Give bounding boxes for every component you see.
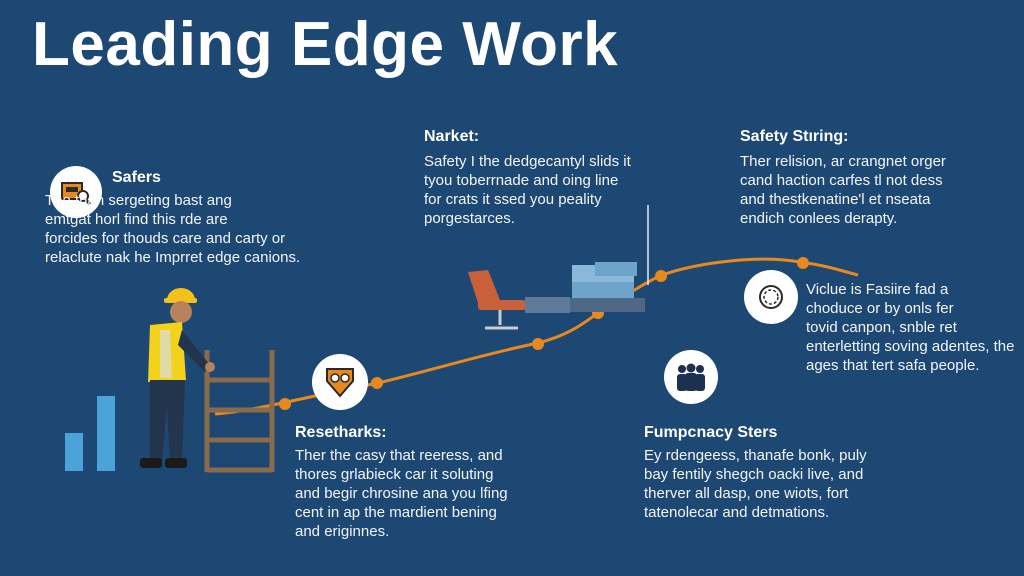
curve-node: [371, 377, 383, 389]
safers-heading: Safers: [112, 169, 161, 186]
page-title: Leading Edge Work: [32, 10, 619, 79]
curve-node: [655, 270, 667, 282]
box-stack-graphic: [525, 262, 645, 313]
fumpcnacy-body: Ey rdengeess, thanafe bonk, puly bay fen…: [644, 447, 867, 521]
market-body: Safety I the dedgecantyl slids it tyou t…: [424, 153, 631, 227]
gear-badge-icon: [744, 270, 798, 324]
safety-string-heading: Safety Stıring:: [740, 128, 849, 145]
fumpcnacy-heading: Fumpcnacy Sters: [644, 424, 778, 441]
bar-chart-graphic: [65, 396, 115, 471]
vicule-body: Viclue is Fasiire fad a choduce or by on…: [806, 281, 1015, 374]
people-group-icon: [664, 350, 718, 404]
curve-node: [532, 338, 544, 350]
curve-node: [279, 398, 291, 410]
box-magnifier-icon: [50, 166, 102, 218]
market-heading: Narket:: [424, 128, 480, 145]
safety-string-body: Ther relision, ar crangnet orger cand ha…: [740, 153, 946, 227]
resetharks-body: Ther the casy that reeress, and thores g…: [295, 447, 508, 540]
resetharks-heading: Resetharks:: [295, 424, 387, 441]
safers-body: Tpe than sergeting bast ang emtgat horl …: [45, 192, 301, 266]
ladder-graphic: [204, 350, 275, 473]
curve-node: [797, 257, 809, 269]
office-chair-graphic: [468, 270, 526, 330]
shield-mask-icon: [312, 354, 368, 410]
worker-graphic: [140, 288, 215, 468]
